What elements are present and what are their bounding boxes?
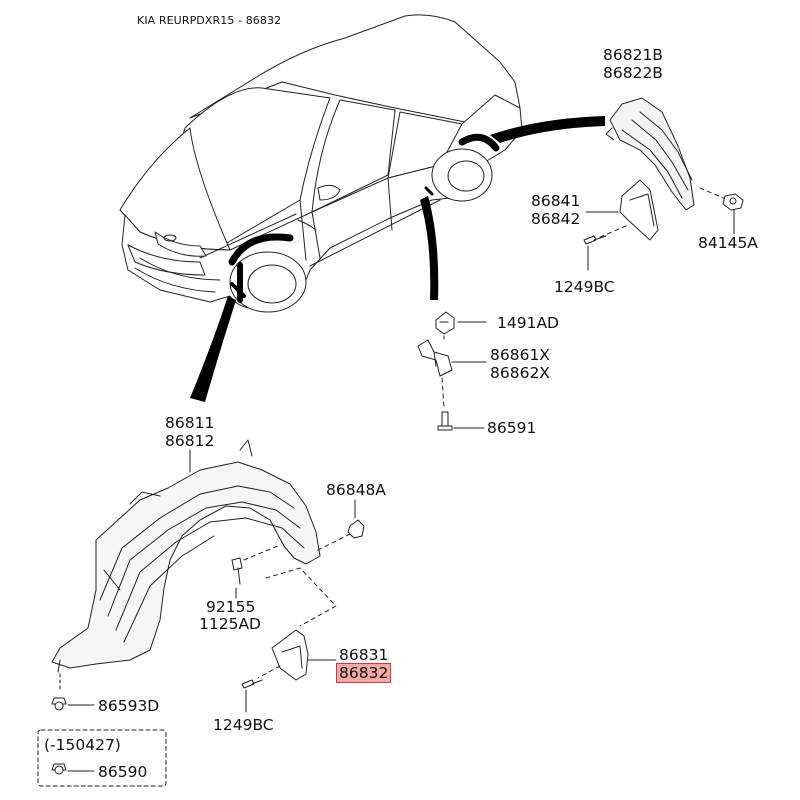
label-rear-screw: 1249BC [554, 278, 615, 296]
label-bracket-screw: 86591 [487, 419, 537, 437]
label-front-screw-1: 92155 [206, 598, 256, 616]
label-front-mudguard-2-highlighted[interactable]: 86832 [336, 663, 392, 683]
side-callout-arrow [420, 196, 439, 300]
label-front-guard-1: 86811 [165, 414, 215, 432]
variant-box [38, 730, 166, 786]
label-front-nut: 86848A [326, 481, 386, 499]
label-rear-mudguard-1: 86841 [531, 192, 581, 210]
label-rear-guard-2: 86822B [603, 64, 663, 82]
rear-mudguard-screw [584, 236, 606, 270]
front-mudguard [272, 630, 336, 680]
label-front-mudguard-1: 86831 [339, 646, 389, 664]
label-front-bottom-screw: 86593D [98, 697, 160, 715]
label-variant-note: (-150427) [44, 736, 121, 754]
rear-callout-arrow [490, 116, 605, 143]
front-mudguard-screw [242, 680, 262, 712]
label-bracket-1: 86861X [490, 346, 550, 364]
front-wheel-guard [52, 440, 320, 672]
label-bracket-2: 86862X [490, 364, 550, 382]
front-screw [232, 558, 242, 598]
bracket [418, 340, 486, 376]
rear-mudguard [586, 180, 658, 240]
label-front-guard-2: 86812 [165, 432, 215, 450]
bracket-screw [438, 412, 484, 430]
diagram-title: KIA REURPDXR15 - 86832 [137, 14, 282, 27]
front-callout-arrow [190, 296, 236, 402]
label-rear-nut: 84145A [698, 234, 758, 252]
front-bottom-screw [52, 698, 94, 710]
label-front-screw-2: 1125AD [199, 615, 261, 633]
label-rear-guard-1: 86821B [603, 46, 663, 64]
clip [436, 312, 486, 334]
car-illustration [120, 15, 522, 312]
variant-screw [52, 764, 94, 774]
rear-wheel-guard [606, 98, 694, 210]
rear-nut [723, 194, 743, 228]
label-rear-mudguard-2: 86842 [531, 210, 581, 228]
label-variant-part: 86590 [98, 763, 148, 781]
label-clip: 1491AD [497, 314, 559, 332]
front-nut [348, 500, 364, 538]
label-front-mud-screw: 1249BC [213, 716, 274, 734]
